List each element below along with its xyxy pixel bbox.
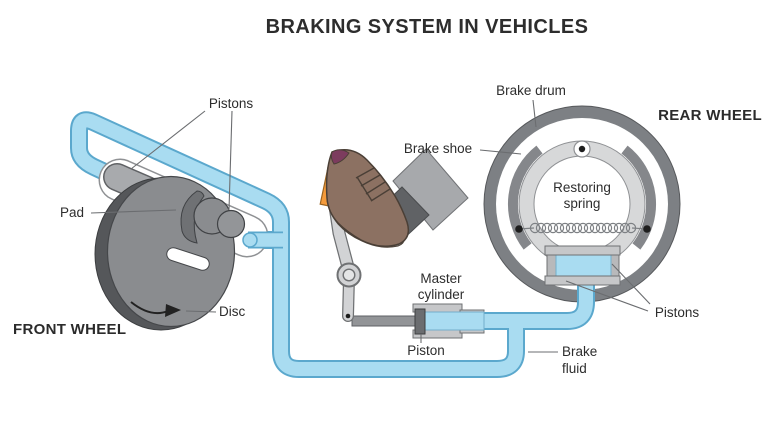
leader-pistons-rear-1 (565, 280, 649, 312)
wheel-cylinder-top-plate (544, 245, 621, 256)
tube-main (72, 113, 523, 376)
disc-slot-group (166, 247, 210, 271)
spring-anchor-left (515, 225, 523, 233)
spring-anchor-right (643, 225, 651, 233)
disc-slot (166, 247, 210, 271)
master-cylinder-piston (414, 308, 426, 335)
page-title: BRAKING SYSTEM IN VEHICLES (266, 16, 589, 38)
brake-shoe-lining-right (621, 145, 657, 250)
label-brake-fluid-2: fluid (562, 361, 587, 376)
leader-pistons-front-2 (228, 110, 233, 211)
label-front-wheel: FRONT WHEEL (13, 321, 126, 338)
leader-disc (185, 310, 217, 313)
master-cylinder-fluid (423, 311, 485, 331)
wheel-cylinder-fluid (555, 254, 612, 278)
rotation-arrow (130, 301, 169, 315)
label-pistons-rear: Pistons (655, 305, 700, 320)
label-rear-wheel: REAR WHEEL (658, 107, 762, 124)
leader-brake-shoe (479, 149, 522, 155)
label-master-cylinder-1: Master (420, 271, 462, 286)
pushrod (351, 315, 417, 327)
caliper-fluid-connection (242, 231, 283, 249)
rotation-arrow-head (165, 304, 181, 317)
wheel-cylinder-bottom-plate (544, 275, 621, 286)
leader-lines (90, 99, 651, 353)
label-pad: Pad (60, 205, 84, 220)
pedal-assembly (319, 148, 469, 327)
tube-connector-port (242, 232, 258, 248)
leader-pistons-front-1 (130, 110, 206, 170)
rod-joint-dot (345, 313, 351, 319)
leader-brake-drum (532, 99, 537, 128)
disc-piston-inner (216, 209, 246, 239)
shoe-toe-cap (330, 149, 350, 165)
label-brake-shoe: Brake shoe (404, 141, 472, 156)
leader-pad (90, 209, 177, 214)
label-restoring-spring-2: spring (564, 196, 601, 211)
brake-fluid-lines (72, 113, 593, 376)
label-piston: Piston (407, 343, 445, 358)
anchor-pin-dot (578, 145, 586, 153)
label-restoring-spring-1: Restoring (553, 180, 611, 195)
label-brake-fluid-1: Brake (562, 344, 597, 359)
master-cylinder (412, 303, 485, 339)
label-master-cylinder-2: cylinder (418, 287, 465, 302)
tube-rear (470, 258, 593, 328)
shoe (325, 149, 410, 247)
label-brake-drum: Brake drum (496, 83, 566, 98)
leader-pistons-rear-2 (611, 263, 651, 305)
pedal-pivot-hub (342, 268, 356, 282)
label-pistons-front: Pistons (209, 96, 254, 111)
brake-shoe-lining-left (507, 145, 543, 250)
wheel-cylinder (544, 245, 621, 286)
shoe-laces (355, 167, 391, 202)
label-disc: Disc (219, 304, 245, 319)
front-disc-brake (94, 175, 246, 331)
